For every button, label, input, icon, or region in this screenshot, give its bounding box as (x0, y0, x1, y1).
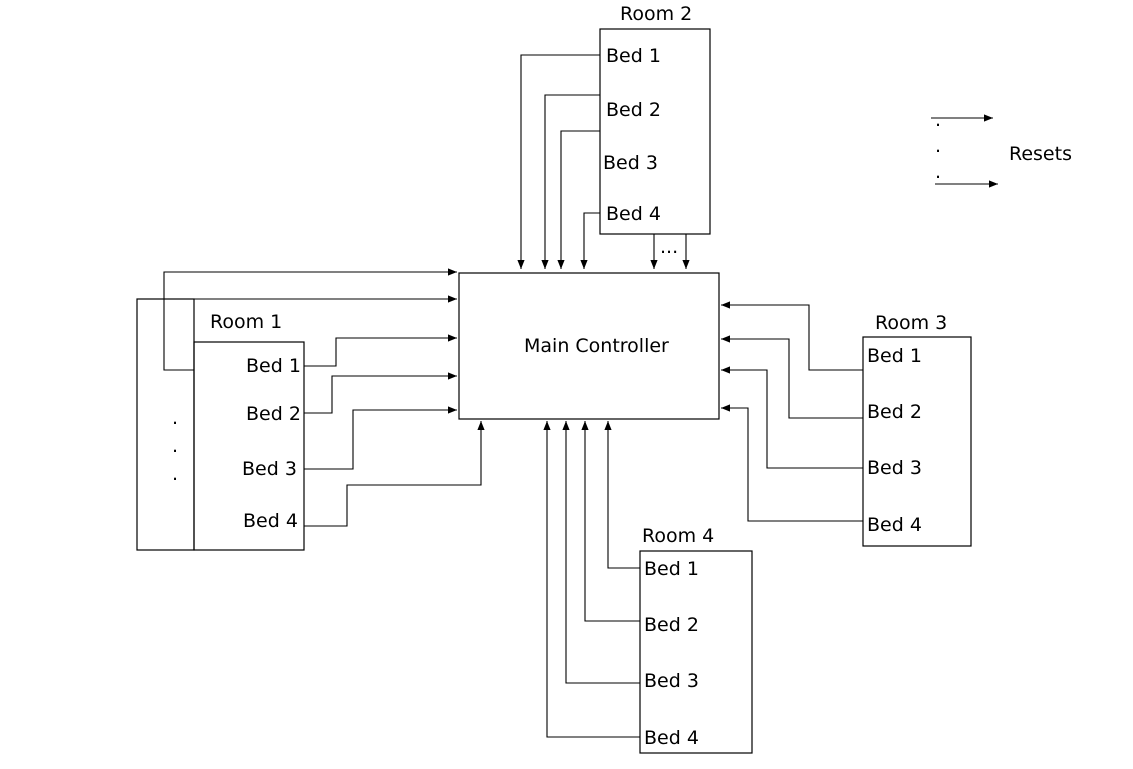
room3-bed3-wire (721, 366, 863, 469)
room1-dot-3: . (172, 463, 178, 485)
room1-dot-1: . (172, 407, 178, 429)
room2-ellipsis: ... (660, 236, 678, 258)
room1-bed4: Bed 4 (243, 510, 298, 532)
room2-bed2: Bed 2 (606, 99, 661, 121)
room3-bed4-wire (721, 404, 863, 522)
room3-bed3: Bed 3 (867, 457, 922, 479)
room2-bed4-wire (580, 212, 600, 269)
room2-bed3-wire (557, 130, 600, 269)
room3-bed2-wire (721, 335, 863, 419)
main-controller-label: Main Controller (524, 335, 669, 357)
room2-bed1: Bed 1 (606, 45, 661, 67)
room1-bed2-wire (304, 372, 457, 414)
room2-bed4: Bed 4 (606, 203, 661, 225)
legend-dot-3: . (935, 161, 941, 183)
room1-extra-wire-1 (163, 268, 457, 371)
room3-box (862, 336, 972, 547)
room4-title: Room 4 (642, 525, 714, 547)
room3-bed1: Bed 1 (867, 345, 922, 367)
room4-bed4: Bed 4 (644, 727, 699, 749)
room1-bed1-wire (304, 334, 457, 367)
room3-bed4: Bed 4 (867, 514, 922, 536)
room1-bed4-wire (304, 421, 485, 527)
room4-bed2: Bed 2 (644, 614, 699, 636)
room4-bed2-wire (581, 421, 640, 622)
room1-bed2: Bed 2 (246, 403, 301, 425)
room4-bed4-wire (543, 421, 640, 738)
room1-extra-beds-box (136, 298, 195, 551)
legend-dot-1: . (935, 109, 941, 131)
main-controller-box (458, 272, 720, 420)
room2-bed1-wire (517, 54, 600, 269)
room4-bed3: Bed 3 (644, 670, 699, 692)
room4-box (639, 550, 753, 754)
room3-title: Room 3 (875, 312, 947, 334)
room1-title: Room 1 (210, 311, 282, 333)
room2-bed2-wire (541, 94, 600, 269)
legend-dot-2: . (935, 135, 941, 157)
room1-bed1: Bed 1 (246, 355, 301, 377)
room1-bed3: Bed 3 (242, 458, 297, 480)
room1-bed3-wire (304, 406, 457, 470)
legend-label: Resets (1009, 143, 1072, 165)
room2-title: Room 2 (620, 3, 692, 25)
room4-bed1: Bed 1 (644, 558, 699, 580)
room1-dot-2: . (172, 435, 178, 457)
room4-bed3-wire (562, 421, 640, 684)
room4-bed1-wire (604, 421, 640, 569)
room3-bed1-wire (721, 301, 863, 371)
room3-bed2: Bed 2 (867, 401, 922, 423)
room2-bed3: Bed 3 (603, 152, 658, 174)
